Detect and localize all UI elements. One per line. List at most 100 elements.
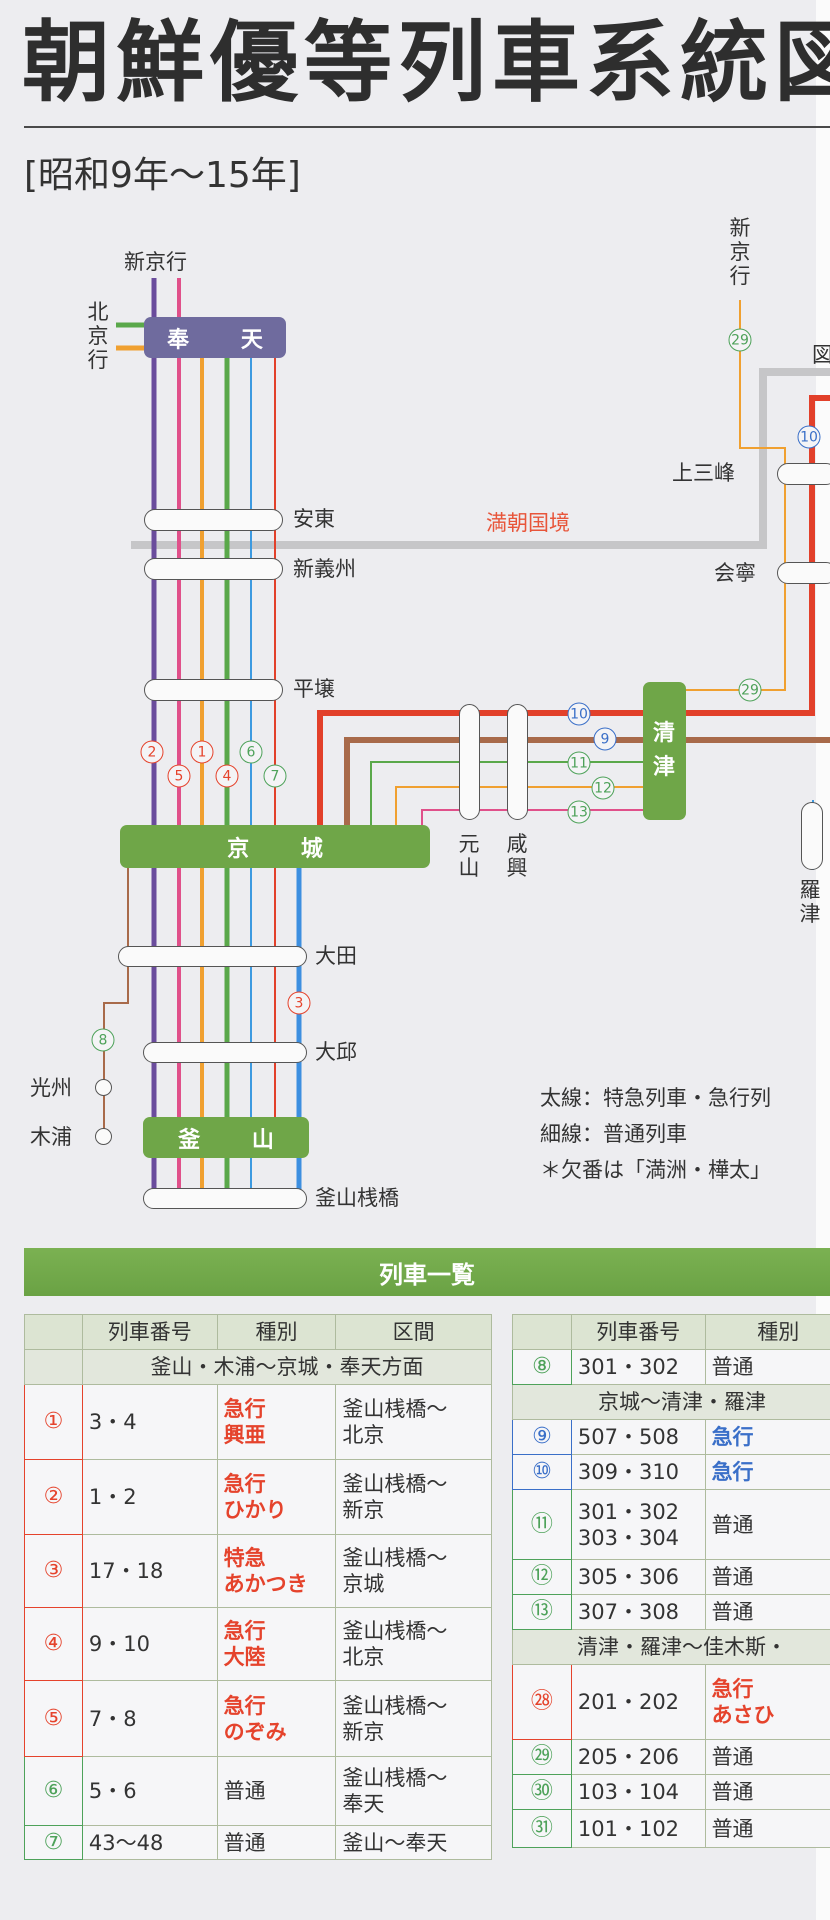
station-anto-marker	[144, 509, 283, 531]
train-number: 305・306	[570, 1559, 706, 1595]
train-number-badge: ⑪	[512, 1489, 572, 1560]
train-number: 507・508	[570, 1419, 706, 1455]
train-number: 7・8	[81, 1680, 218, 1757]
table-header-row: 列車番号種別区間	[24, 1314, 492, 1350]
train-number-badge: ㉚	[512, 1774, 572, 1810]
train-type: 普通	[704, 1774, 830, 1810]
train-marker-10-north: 10	[797, 425, 821, 449]
train-marker-12: 12	[591, 776, 615, 800]
column-header: 列車番号	[570, 1314, 706, 1350]
train-section: 釜山桟橋〜 奉天	[335, 1756, 492, 1826]
column-header: 列車番号	[81, 1314, 218, 1350]
train-number: 103・104	[570, 1774, 706, 1810]
column-header	[512, 1314, 572, 1350]
station-fuzan-sanbashi-label: 釜山桟橋	[315, 1186, 399, 1210]
train-number-badge: ㉙	[512, 1739, 572, 1775]
train-number-badge: ⑦	[24, 1825, 83, 1860]
station-genzan-label: 元山	[458, 832, 480, 880]
period-subtitle: [昭和9年〜15年]	[24, 155, 301, 196]
train-number: 201・202	[570, 1664, 706, 1740]
train-marker-1: 1	[190, 740, 214, 764]
station-koshu-marker	[95, 1079, 112, 1096]
column-header: 種別	[216, 1314, 337, 1350]
station-koshu-label: 光州	[30, 1076, 72, 1100]
station-fuzan-sanbashi-marker	[143, 1188, 307, 1209]
line-13-pink	[421, 809, 645, 828]
train-type: 普通	[216, 1825, 337, 1860]
train-section: 釜山桟橋〜 北京	[335, 1607, 492, 1681]
train-section: 釜山桟橋〜 京城	[335, 1534, 492, 1608]
table-section-row: 京城〜清津・羅津	[512, 1384, 830, 1420]
section-label: 釜山・木浦〜京城・奉天方面	[81, 1349, 493, 1385]
station-keijo: 京 城	[120, 825, 430, 868]
section-spacer	[24, 1349, 83, 1385]
table-header-row: 列車番号種別	[512, 1314, 830, 1350]
train-marker-29-south: 29	[738, 678, 762, 702]
line-10-red	[317, 395, 830, 828]
train-number-badge: ①	[24, 1384, 83, 1460]
table-section-row: 清津・羅津〜佳木斯・	[512, 1629, 830, 1665]
train-number-badge: ③	[24, 1534, 83, 1608]
title-rule	[24, 126, 830, 128]
legend-note: ＊欠番は「満洲・樺太」	[540, 1158, 771, 1182]
section-label: 京城〜清津・羅津	[512, 1384, 830, 1420]
train-number: 101・102	[570, 1809, 706, 1848]
legend-thin: 細線：普通列車	[540, 1122, 687, 1146]
train-marker-7: 7	[263, 764, 287, 788]
train-number: 307・308	[570, 1594, 706, 1630]
train-number: 3・4	[81, 1384, 218, 1460]
train-marker-29-north: 29	[728, 328, 752, 352]
route-map: 新京行 北京行 新京行 図 奉 天 安東 満朝国境 新義州 平壌 上三峰 会寧 …	[30, 216, 830, 1210]
train-number: 17・18	[81, 1534, 218, 1608]
train-section: 釜山桟橋〜 新京	[335, 1459, 492, 1535]
partial-station-label: 図	[812, 343, 830, 367]
train-number: 301・302	[570, 1349, 706, 1385]
train-marker-4: 4	[215, 764, 239, 788]
train-section: 釜山桟橋〜 新京	[335, 1680, 492, 1757]
train-number-badge: ㉛	[512, 1809, 572, 1848]
train-number-badge: ⑧	[512, 1349, 572, 1385]
train-type: 普通	[704, 1559, 830, 1595]
legend-thick: 太線：特急列車・急行列	[540, 1086, 771, 1110]
station-kainei-marker	[777, 562, 830, 584]
train-type: 急行 あさひ	[704, 1664, 830, 1740]
station-shingishu-label: 新義州	[293, 557, 356, 581]
train-number: 9・10	[81, 1607, 218, 1681]
train-list-title: 列車一覧	[24, 1248, 830, 1296]
station-kanko-marker	[507, 704, 528, 820]
column-header: 区間	[335, 1314, 492, 1350]
map-legend: 太線：特急列車・急行列 細線：普通列車 ＊欠番は「満洲・樺太」	[540, 1080, 771, 1188]
train-type: 普通	[704, 1809, 830, 1848]
train-marker-3: 3	[287, 991, 311, 1015]
train-number-badge: ②	[24, 1459, 83, 1535]
train-type: 急行	[704, 1419, 830, 1455]
train-type: 普通	[704, 1739, 830, 1775]
train-number: 301・302 303・304	[570, 1489, 706, 1560]
station-kainei-label: 会寧	[714, 561, 756, 585]
border-line	[131, 368, 830, 549]
route-lines	[103, 278, 830, 1208]
station-heijo-marker	[144, 679, 283, 701]
train-section: 釜山桟橋〜 北京	[335, 1384, 492, 1460]
train-number: 1・2	[81, 1459, 218, 1535]
train-number: 43〜48	[81, 1825, 218, 1860]
train-type: 普通	[216, 1756, 337, 1826]
train-type: 普通	[704, 1489, 830, 1560]
train-number-badge: ⑨	[512, 1419, 572, 1455]
train-type: 急行 興亜	[216, 1384, 337, 1460]
train-marker-10: 10	[567, 702, 591, 726]
line-12-orange	[395, 786, 645, 828]
train-type: 急行 ひかり	[216, 1459, 337, 1535]
train-type: 普通	[704, 1349, 830, 1385]
train-number: 205・206	[570, 1739, 706, 1775]
station-moppo-label: 木浦	[30, 1125, 72, 1149]
